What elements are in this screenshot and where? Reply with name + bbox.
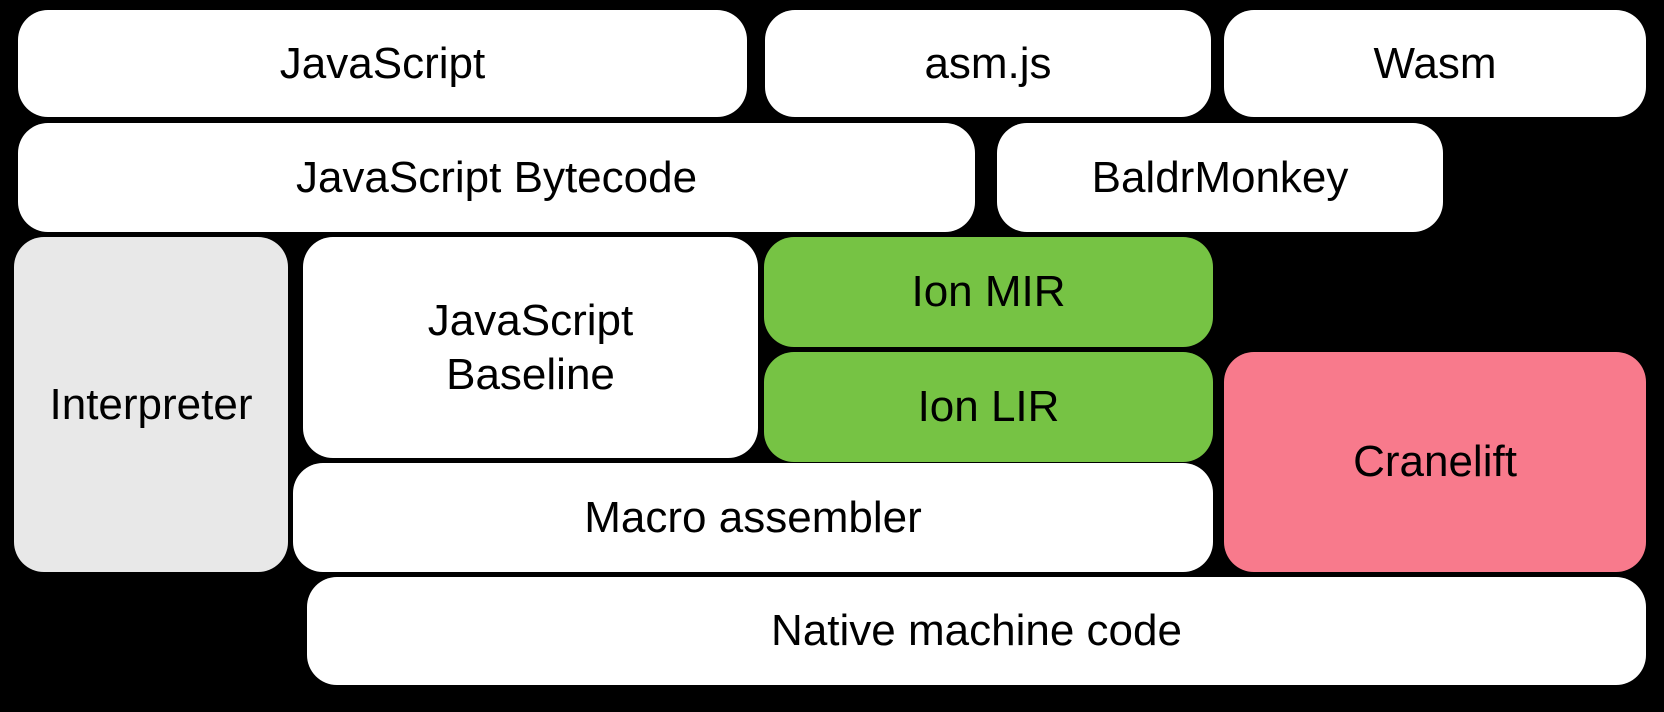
node-cranelift-label: Cranelift — [1353, 437, 1517, 487]
node-javascript-baseline: JavaScript Baseline — [303, 237, 758, 458]
node-ion-lir: Ion LIR — [764, 352, 1213, 462]
node-cranelift: Cranelift — [1224, 352, 1646, 572]
node-macro-assembler: Macro assembler — [293, 463, 1213, 572]
node-asmjs: asm.js — [765, 10, 1211, 117]
node-baldrmonkey: BaldrMonkey — [997, 123, 1443, 232]
node-native-machine-code: Native machine code — [307, 577, 1646, 685]
node-interpreter: Interpreter — [14, 237, 288, 572]
node-wasm-label: Wasm — [1373, 38, 1497, 88]
node-macro-assembler-label: Macro assembler — [584, 492, 922, 542]
node-javascript-baseline-label: JavaScript Baseline — [427, 295, 634, 399]
node-javascript: JavaScript — [18, 10, 747, 117]
node-ion-lir-label: Ion LIR — [917, 382, 1060, 432]
node-asmjs-label: asm.js — [924, 38, 1052, 88]
node-interpreter-label: Interpreter — [49, 379, 253, 429]
node-ion-mir: Ion MIR — [764, 237, 1213, 347]
node-javascript-label: JavaScript — [279, 38, 486, 88]
node-ion-mir-label: Ion MIR — [911, 267, 1066, 317]
node-wasm: Wasm — [1224, 10, 1646, 117]
node-javascript-bytecode: JavaScript Bytecode — [18, 123, 975, 232]
node-native-machine-code-label: Native machine code — [771, 606, 1182, 656]
node-baldrmonkey-label: BaldrMonkey — [1091, 152, 1349, 202]
node-javascript-bytecode-label: JavaScript Bytecode — [295, 152, 698, 202]
